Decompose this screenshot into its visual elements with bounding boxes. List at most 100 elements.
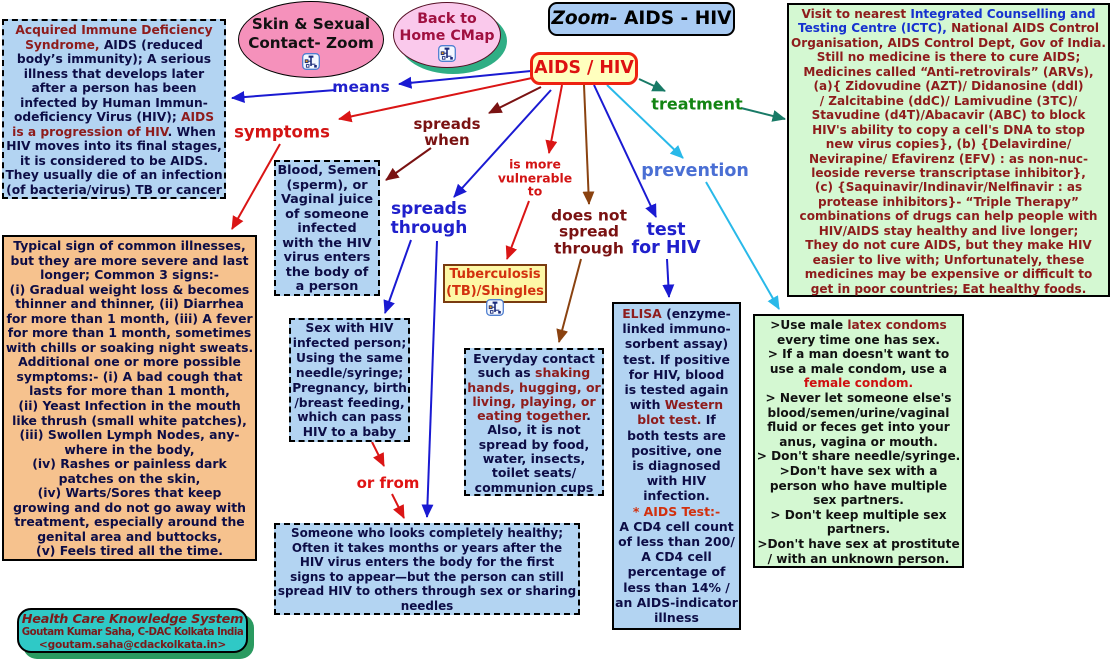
text-line: test <box>646 220 686 240</box>
connection-line-cyan <box>705 181 780 310</box>
text-line: sex partners. <box>813 493 904 508</box>
cmap-resource-icon[interactable] <box>486 299 504 316</box>
box-elisa-test[interactable]: ELISA (enzyme-linked immuno-sorbent assa… <box>612 302 741 630</box>
text-line: Acquired Immune Deficiency <box>15 23 213 37</box>
text-line: linked immuno- <box>622 321 731 337</box>
box-symptoms-detail[interactable]: Typical sign of common illnesses,but the… <box>2 235 257 561</box>
text-line: (v) Feels tired all the time. <box>36 543 223 559</box>
text-line: symptoms:- (i) A bad cough that <box>16 368 243 384</box>
text-line: hands, hugging, or <box>467 379 601 395</box>
text-line: Blood, Semen <box>277 163 377 178</box>
text-line: through <box>554 239 624 258</box>
text-line: * AIDS Test:- <box>632 503 721 519</box>
text-line: > Don't keep multiple sex <box>770 507 947 522</box>
text-line: partners. <box>826 522 891 537</box>
text-line: every time one has sex. <box>776 332 940 347</box>
connection-line-red <box>371 441 385 467</box>
text-line: Tuberculosis <box>449 267 541 282</box>
text-line: both tests are <box>627 427 726 443</box>
text-line: such as shaking <box>477 365 591 381</box>
text-line: HIV virus enters the body for the first <box>299 555 555 569</box>
text-line: spread by food, <box>478 436 590 452</box>
label-or-from: or from <box>356 474 420 492</box>
text-line: Syndrome, AIDS (reduced <box>25 37 203 52</box>
map-title: Zoom- AIDS - HIV <box>548 2 735 36</box>
text-line: Also, it is not <box>487 422 581 438</box>
text-line: ELISA (enzyme- <box>622 306 731 321</box>
text-line: with the HIV <box>282 235 372 251</box>
connection-line-blue <box>421 240 438 518</box>
box-tuberculosis-shingles[interactable]: Tuberculosis(TB)/Shingles <box>443 264 547 303</box>
text-line: (iv) Rashes or painless dark <box>32 456 227 472</box>
connection-line-blue <box>231 89 337 104</box>
text-line: of less than 200/ <box>618 534 735 550</box>
text-line: get in poor countries; Eat healthy foods… <box>810 281 1087 296</box>
text-line: >Use male latex condoms <box>770 318 947 332</box>
text-line: needle/syringe; <box>295 365 404 380</box>
text-line: medicines may be expensive or difficult … <box>804 267 1093 282</box>
connection-line-blue <box>662 258 675 298</box>
text-line: (iii) Swollen Lymph Nodes, any- <box>19 427 240 443</box>
text-line: for more than 1 month, (iii) A fever <box>6 310 253 326</box>
text-line: living, playing, or <box>472 393 596 409</box>
text-line: like thrush (small white patches), <box>12 412 247 428</box>
text-line: (a){ Zidovudine (AZT)/ Didanosine (ddl) <box>813 79 1084 94</box>
text-line: Still no medicine is there to cure AIDS; <box>816 50 1081 65</box>
text-line: / Zalcitabine (ddC)/ Lamivudine (3TC)/ <box>819 93 1078 108</box>
skin-ellipse-line2: Contact- Zoom <box>248 33 374 52</box>
text-line: female condom. <box>803 376 914 391</box>
text-line: after a person has been <box>31 81 197 96</box>
cmap-resource-icon[interactable] <box>302 53 320 70</box>
text-line: through <box>390 218 468 238</box>
text-line: > If a man doesn't want to <box>767 347 950 362</box>
text-line: HIV to a baby <box>302 425 397 440</box>
text-line: A CD4 cell <box>641 549 712 565</box>
text-line: Typical sign of common illnesses, <box>13 238 246 253</box>
node-aids-hiv[interactable]: AIDS / HIV <box>530 52 638 85</box>
text-line: thinner and thinner, (ii) Diarrhea <box>15 296 244 312</box>
box-treatment-detail[interactable]: Visit to nearest Integrated Counselling … <box>787 3 1110 297</box>
text-line: leoside reverse transcriptase inhibitor}… <box>811 165 1086 180</box>
text-line: vulnerable <box>497 170 573 186</box>
text-line: Pregnancy, birth <box>292 380 407 395</box>
text-line: does not <box>551 206 627 225</box>
text-line: combinations of drugs can help people wi… <box>799 209 1098 224</box>
text-line: is diagnosed <box>632 458 721 474</box>
text-line: communion cups <box>474 479 594 495</box>
skin-sexual-contact-zoom-node[interactable]: Skin & Sexual Contact- Zoom <box>238 1 384 78</box>
box-someone-healthy[interactable]: Someone who looks completely healthy;Oft… <box>274 523 580 615</box>
connection-line-red <box>391 493 405 519</box>
cmap-resource-icon[interactable] <box>438 45 456 62</box>
text-line: Testing Centre (ICTC), National AIDS Con… <box>798 21 1099 36</box>
connection-line-brown <box>556 258 582 343</box>
text-line: toilet seats/ <box>491 465 577 481</box>
text-line: Sex with HIV <box>305 321 394 335</box>
text-line: percentage of <box>627 564 726 580</box>
text-line: the body of <box>285 264 369 280</box>
text-line: illness that develops later <box>23 66 205 81</box>
text-line: blood/semen/urine/vaginal <box>767 405 950 420</box>
text-line: Organisation, AIDS Control Dept, Gov of … <box>791 35 1106 50</box>
text-line: genital area and buttocks, <box>37 528 222 544</box>
connection-line-red <box>545 84 563 154</box>
text-line: Vaginal juice <box>280 192 373 207</box>
back-to-home-cmap-node[interactable]: Back to Home CMap <box>393 2 501 68</box>
text-line: Medicines called “Anti-retrovirals” (ARV… <box>803 64 1094 79</box>
title-rest: AIDS - HIV <box>617 8 732 29</box>
text-line: fluid or feces get into your <box>767 420 950 435</box>
text-line: >Don't have sex with a <box>779 463 938 478</box>
text-line: treatment, especially around the <box>14 514 245 530</box>
text-line: HIV/AIDS stay healthy and live longer; <box>818 223 1079 238</box>
text-line: of someone <box>285 206 369 222</box>
connection-line-blue <box>383 239 412 314</box>
connection-line-red <box>505 200 530 260</box>
text-line: (i) Gradual weight loss & becomes <box>9 281 250 297</box>
